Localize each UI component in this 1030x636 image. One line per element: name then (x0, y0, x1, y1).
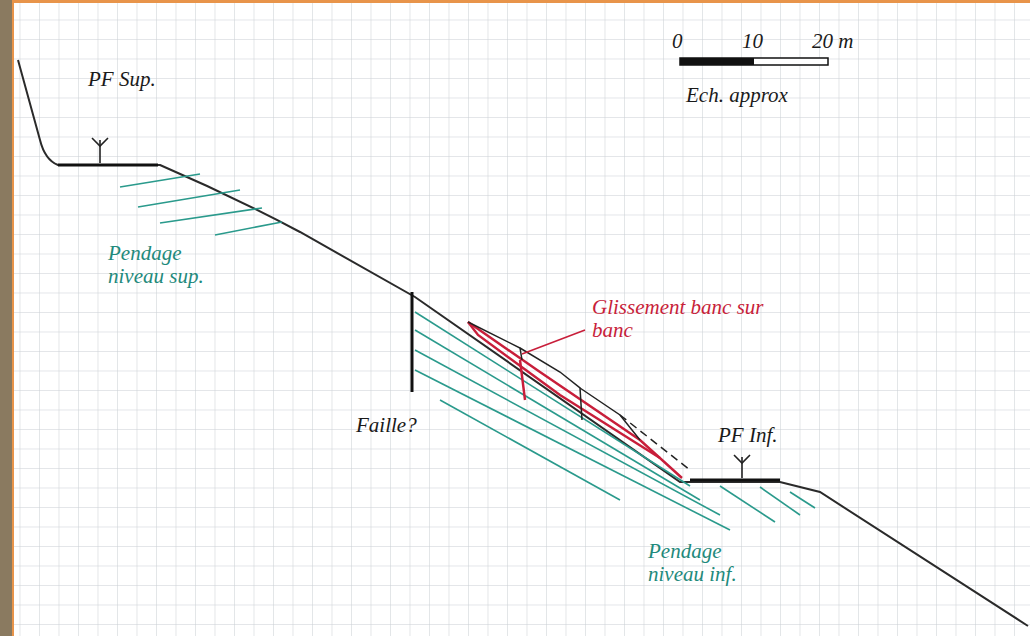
fault-label: Faille? (356, 414, 417, 437)
scale-bar-fill (680, 58, 754, 65)
scale-bar (680, 58, 828, 65)
site-label: PF Inf. (718, 424, 777, 447)
fault-line (411, 292, 414, 392)
slide-note: Glissement banc sur banc (592, 296, 764, 342)
side-border (12, 0, 14, 636)
scale-note: Ech. approx (686, 84, 788, 107)
slide-outline (468, 322, 682, 478)
dip-lines-lower (415, 312, 815, 530)
leader-line (522, 330, 585, 354)
scale-number: 10 (742, 30, 763, 53)
scale-number: 20 m (812, 30, 853, 53)
dip-note: Pendage niveau sup. (108, 242, 233, 288)
slide-blocks (468, 322, 690, 470)
dip-note: Pendage niveau inf. (648, 540, 773, 586)
dip-lines-upper (120, 174, 282, 235)
scale-number: 0 (672, 30, 683, 53)
upper-platform (58, 164, 158, 167)
top-border (0, 0, 1030, 3)
photo-strip (0, 0, 12, 636)
site-label: PF Sup. (88, 68, 156, 91)
lower-platform (690, 479, 780, 482)
terrain-profile (18, 60, 1028, 626)
